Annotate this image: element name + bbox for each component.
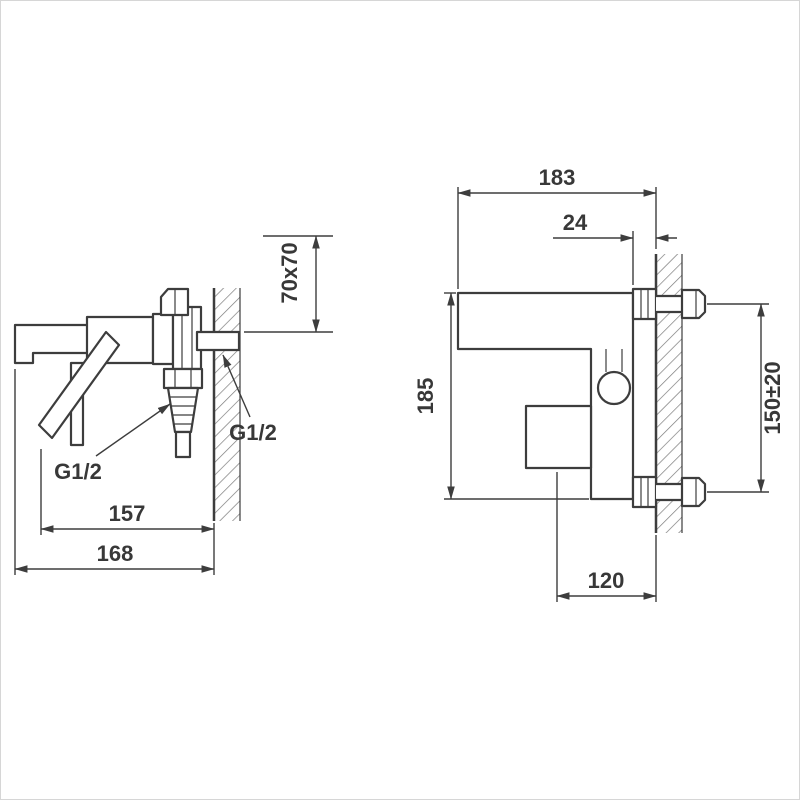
hose-cone <box>166 386 200 434</box>
inlet-nut-bottom <box>631 475 658 509</box>
leader-wall-thread <box>222 354 251 418</box>
inlet-nut-top <box>631 287 658 321</box>
dim-label-plate: 70x70 <box>277 242 302 303</box>
eccentric-cap-bottom <box>680 476 707 508</box>
diverter-front <box>596 370 632 406</box>
dim-label-wall-offset: 24 <box>563 210 588 235</box>
handle-lever <box>37 330 121 440</box>
connector-plate <box>151 312 175 366</box>
hose-outlet-tube <box>174 430 192 459</box>
hose-nut <box>162 367 204 390</box>
front-view-dimensions: 183 24 185 150±20 120 <box>413 165 785 602</box>
eccentric-cap-top <box>680 288 707 320</box>
thread-label-wall: G1/2 <box>229 420 277 445</box>
wall-hatch-side <box>214 288 240 521</box>
dim-label-depth-inner: 157 <box>109 501 146 526</box>
handle-front <box>524 404 593 470</box>
inlet-pipe-top <box>656 296 682 312</box>
front-view <box>456 254 707 533</box>
inlet-pipe-bottom <box>656 484 682 500</box>
dim-label-handle-depth: 120 <box>588 568 625 593</box>
dim-label-height: 185 <box>413 378 438 415</box>
dim-label-depth-total: 168 <box>97 541 134 566</box>
side-view <box>13 287 241 521</box>
side-view-dimensions: 70x70 G1/2 G1/2 157 168 <box>14 235 333 575</box>
leader-hose-thread <box>95 403 171 457</box>
dim-label-inlet-spacing: 150±20 <box>760 361 785 434</box>
wall-inlet-pipe <box>195 330 241 352</box>
thread-label-hose: G1/2 <box>54 459 102 484</box>
dim-label-width: 183 <box>539 165 576 190</box>
